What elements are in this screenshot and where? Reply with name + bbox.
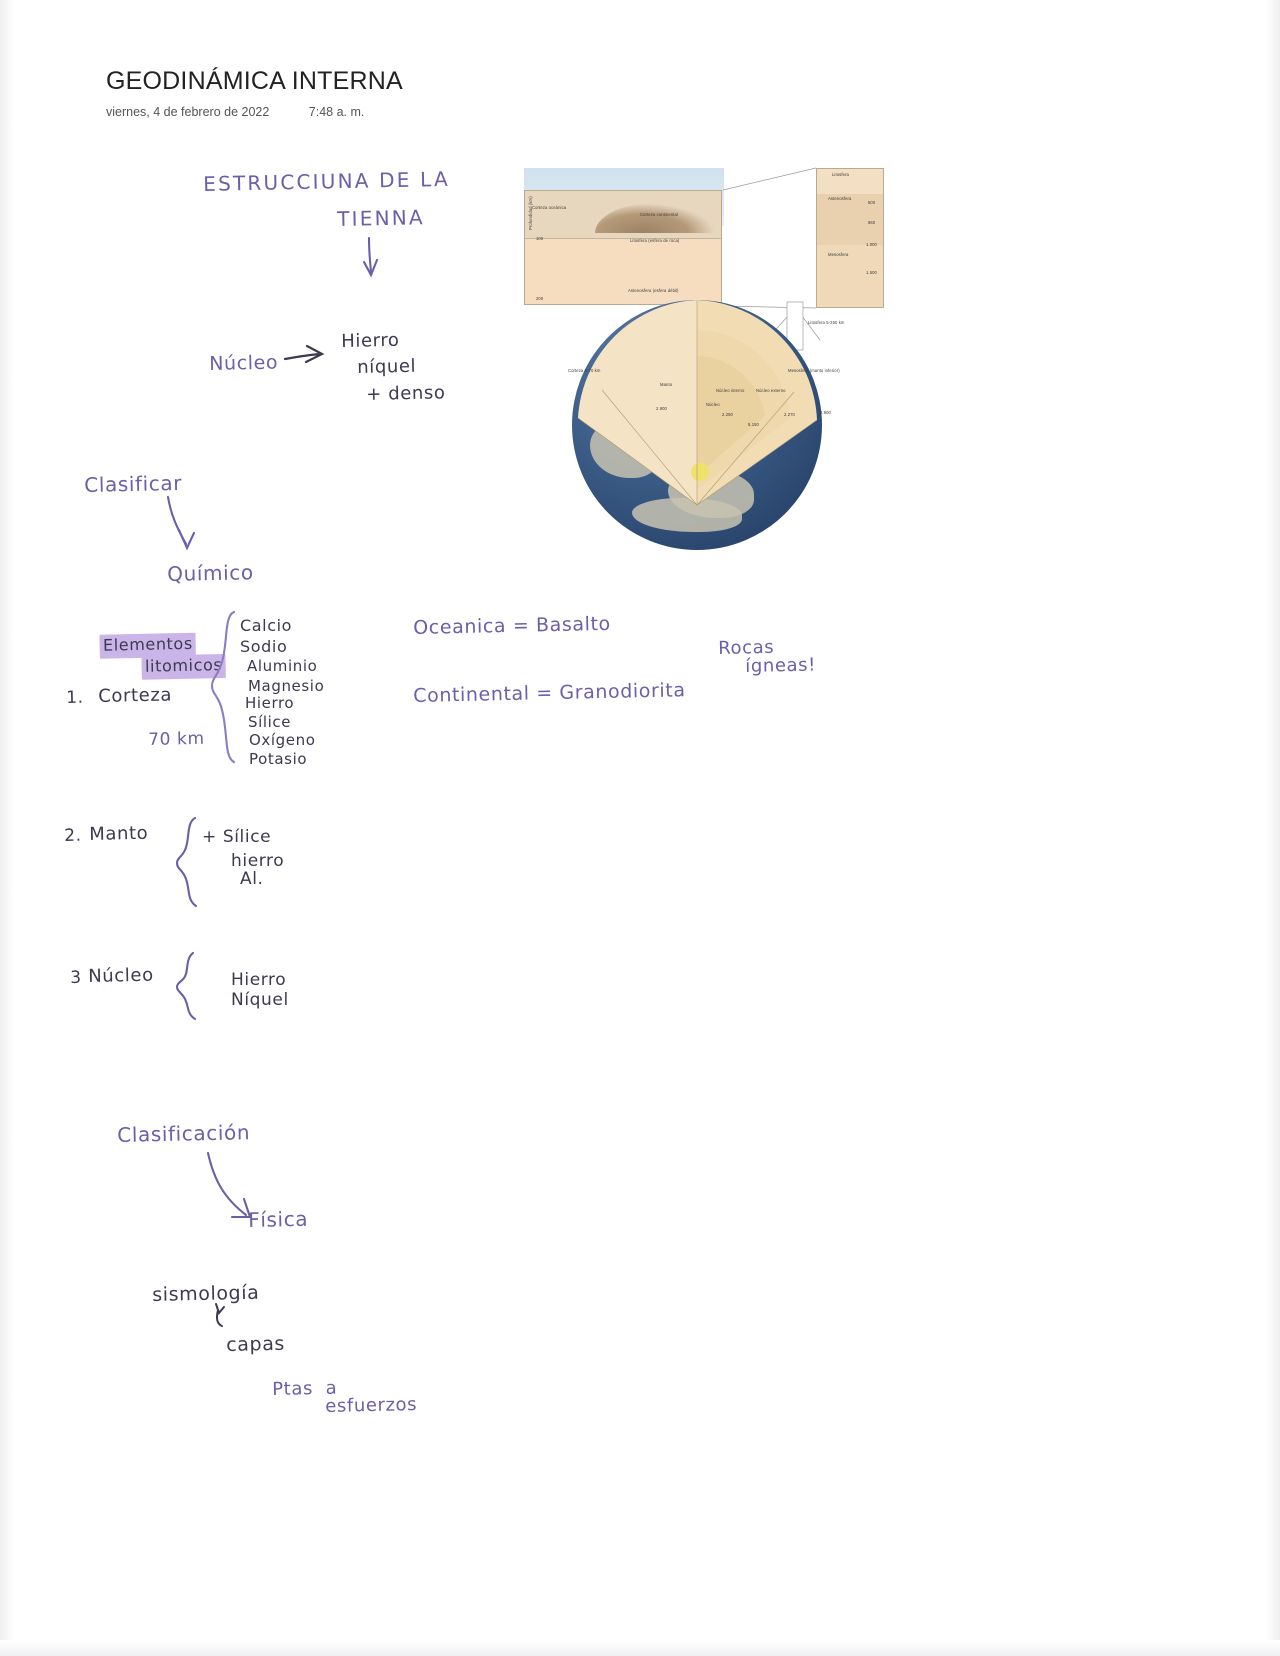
earth-structure-figure: Corteza oceánica Corteza continental Lit… [520,160,890,560]
note-item1-label: Corteza [98,684,173,707]
note-corteza-element-2: Aluminio [247,657,318,675]
note-capas-label: capas [226,1332,286,1356]
note-sismologia-label: sismología [152,1281,260,1306]
note-nucleo-label: Núcleo [209,351,279,375]
figure-label-nucleo-externo: Núcleo externo [756,388,786,393]
note-elementos-line2: litomicos [130,634,226,680]
document-time: 7:48 a. m. [308,104,365,119]
figure-label-astenosfera-a: Astenosfera (esfera débil) [628,288,679,293]
note-clasificacion-label: Clasificación [117,1120,251,1147]
figure-label-litosfera-globe: Litosfera 5-250 km [808,320,845,325]
figure-radius-2900-left: 2.900 [656,406,667,411]
figure-label-corteza-globe: Corteza 5-70 km [568,368,601,373]
note-heading-line2: TIENNA [337,205,426,231]
document-date: viernes, 4 de febrero de 2022 [106,104,270,119]
arrow-right-nucleo [283,344,325,364]
figure-label-nucleo: Núcleo [706,402,720,407]
note-nucleo3-item-0: Hierro [231,970,287,990]
note-clasificar-label: Clasificar [84,470,183,497]
note-item1-depth: 70 km [148,728,205,750]
page-edge-right [1266,0,1280,1656]
brace-manto [175,816,198,908]
figure-radius-2270: 2.270 [784,412,795,417]
note-nucleo-item-1: níquel [357,355,417,378]
document-meta: viernes, 4 de febrero de 2022 7:48 a. m. [106,105,403,119]
figure-landmass-4 [632,498,742,532]
figure-crust-block [524,190,722,305]
note-ptas-line2: esfuerzos [325,1394,418,1417]
arrow-curve-clasificar [166,495,196,551]
note-quimico-label: Químico [167,560,254,586]
figure-label-mesosfera-globe: Mesosfera (manto inferior) [788,368,840,373]
figure-tick-label-500: 500 [868,200,876,205]
highlight-elementos-2: litomicos [141,654,226,680]
figure-label-corteza-oceanica: Corteza oceánica [532,205,567,210]
note-heading-line1: ESTRUCCIUNA DE LA [203,166,451,196]
figure-radius-2250: 2.250 [722,412,733,417]
note-continental-line: Continental = Granodiorita [413,679,686,707]
note-nucleo-item-0: Hierro [341,329,400,352]
figure-tick-label-1000: 1.000 [866,242,877,247]
page-title: GEODINÁMICA INTERNA [106,67,403,95]
note-item1-number: 1. [66,687,84,708]
figure-cutaway-wedge [577,300,818,506]
document-header: GEODINÁMICA INTERNA viernes, 4 de febrer… [106,67,403,119]
arrow-down-tierra [362,236,379,278]
figure-tick-label-660: 660 [868,220,876,225]
figure-radius-2900-right: 2.900 [820,410,831,415]
note-corteza-element-3: Magnesio [248,677,325,695]
note-item2-label: Manto [89,822,149,845]
arrow-curve-clasificacion [206,1151,252,1219]
figure-radius-5150: 5.150 [748,422,759,427]
page-edge-bottom [0,1640,1280,1656]
note-corteza-element-5: Sílice [248,713,292,731]
note-nucleo3-item-1: Níquel [231,990,289,1010]
figure-callout-lines [722,167,821,351]
note-manto-item-1: hierro [231,851,285,871]
brace-nucleo [175,951,197,1021]
note-corteza-element-7: Potasio [249,750,308,768]
note-manto-item-0: + Sílice [202,827,272,847]
figure-tick-label-200: 200 [536,296,544,301]
note-manto-item-2: Al. [240,869,264,889]
figure-label-litosfera-a: Litosfera (esfera de roca) [630,238,680,243]
figure-label-corteza-continental: Corteza continental [640,212,678,217]
note-corteza-element-1: Sodio [240,637,288,656]
note-item2-number: 2. [64,825,82,846]
figure-label-astenosfera-b: Astenosfera [828,196,852,201]
note-item3-label: Núcleo [88,964,154,987]
arrow-small-sismologia [215,1303,225,1327]
note-nucleo-item-2: + denso [366,382,446,405]
note-corteza-element-0: Calcio [240,616,293,635]
figure-label-manto: Manto [660,382,673,387]
figure-label-nucleo-interno: Núcleo interno [716,388,745,393]
page-edge-left [0,0,14,1656]
figure-earth-globe [572,300,822,550]
figure-depth-column [816,168,884,308]
figure-tick-label-1500: 1.500 [866,270,877,275]
note-rocas-line2: ígneas! [745,654,817,677]
note-corteza-element-6: Oxígeno [249,731,316,749]
figure-label-mesosfera-b: Mesosfera [828,252,849,257]
note-fisica-label: Física [248,1206,309,1232]
note-corteza-element-4: Hierro [245,694,295,712]
figure-tick-label-100: 100 [536,236,544,241]
figure-label-litosfera-b: Litosfera [832,172,849,177]
note-item3-number: 3 [70,967,82,988]
note-oceanica-line: Oceanica = Basalto [413,612,611,639]
